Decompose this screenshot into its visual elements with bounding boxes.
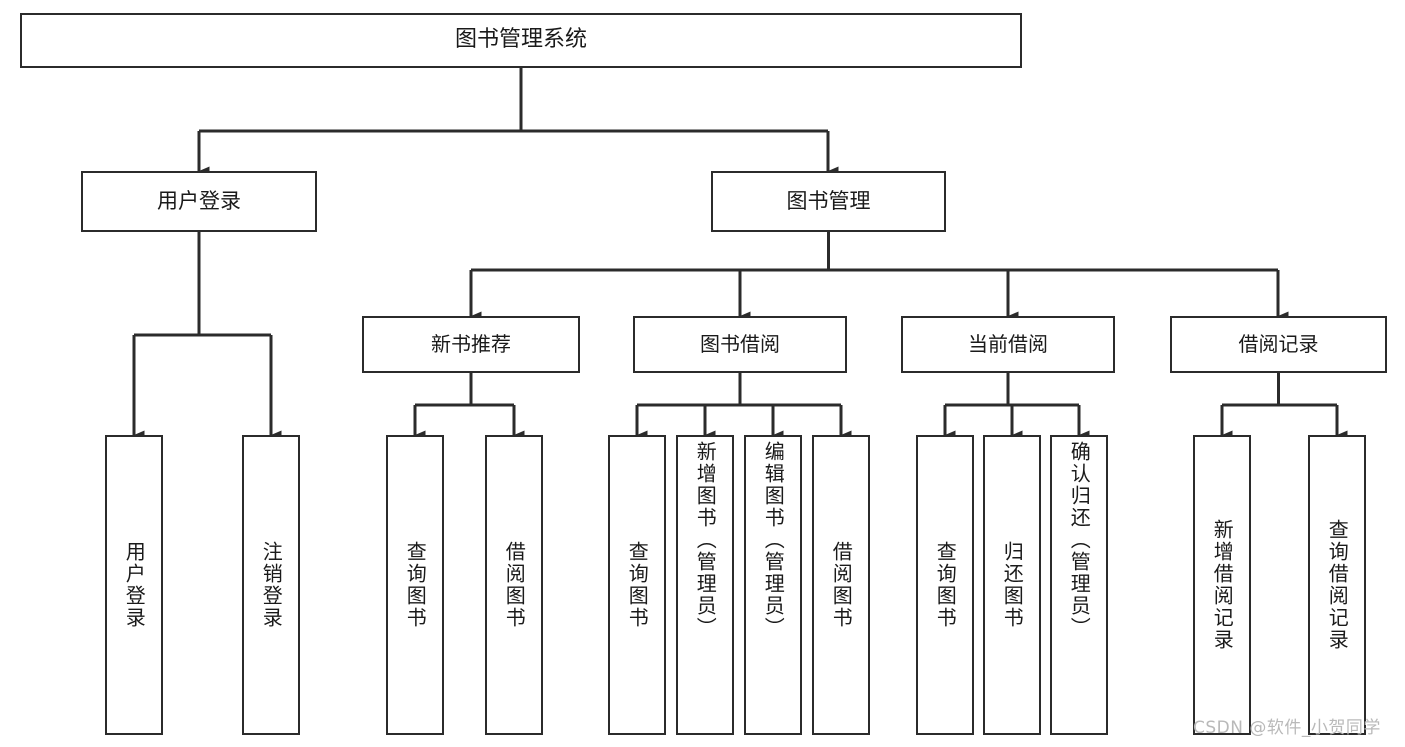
leaf-node-1: 注销登录 [242, 435, 300, 735]
level2-node-0: 用户登录 [81, 171, 317, 232]
level2-node-1: 图书管理 [711, 171, 946, 232]
level3-node-0: 新书推荐 [362, 316, 580, 373]
csdn-watermark: CSDN @软件_小贺同学 [1193, 718, 1381, 738]
leaf-node-12: 查询借阅记录 [1308, 435, 1366, 735]
level3-node-1: 图书借阅 [633, 316, 847, 373]
leaf-node-6: 编辑图书（管理员） [744, 435, 802, 735]
leaf-node-0: 用户登录 [105, 435, 163, 735]
level3-node-3: 借阅记录 [1170, 316, 1387, 373]
leaf-node-2: 查询图书 [386, 435, 444, 735]
root-node-0: 图书管理系统 [20, 13, 1022, 68]
leaf-node-11: 新增借阅记录 [1193, 435, 1251, 735]
leaf-node-9: 归还图书 [983, 435, 1041, 735]
leaf-node-10: 确认归还（管理员） [1050, 435, 1108, 735]
level3-node-2: 当前借阅 [901, 316, 1115, 373]
leaf-node-4: 查询图书 [608, 435, 666, 735]
leaf-node-3: 借阅图书 [485, 435, 543, 735]
leaf-node-5: 新增图书（管理员） [676, 435, 734, 735]
leaf-node-8: 查询图书 [916, 435, 974, 735]
leaf-node-7: 借阅图书 [812, 435, 870, 735]
